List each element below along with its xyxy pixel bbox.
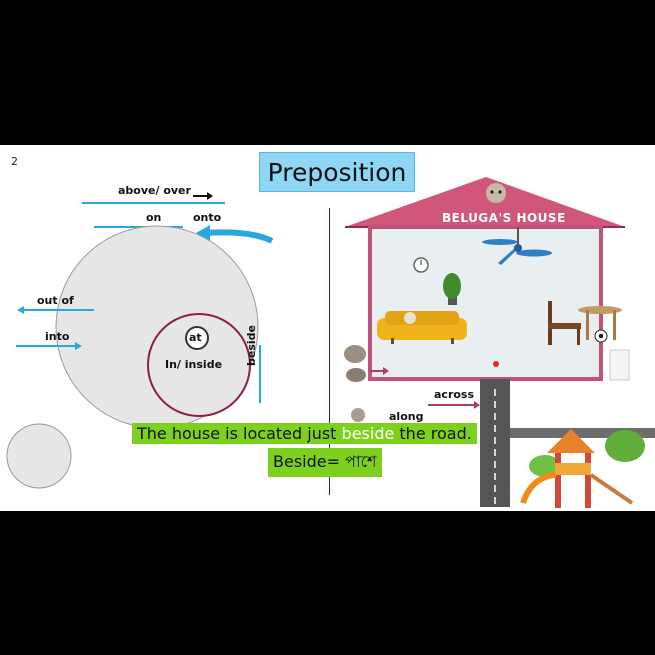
caption-highlight: beside <box>341 424 395 443</box>
ball-icon <box>594 329 608 343</box>
house-sign: BELUGA'S HOUSE <box>442 211 566 225</box>
label-along: along <box>389 410 424 423</box>
house-scene <box>344 177 655 508</box>
label-beside: beside <box>245 325 258 366</box>
page-number: 2 <box>11 155 18 168</box>
at-circle <box>185 326 209 350</box>
ceiling-fan-icon <box>482 227 552 265</box>
label-across: across <box>434 388 475 401</box>
preposition-diagram <box>6 192 330 495</box>
pointer-dot <box>493 361 499 367</box>
caption-line-1: The house is located just beside the roa… <box>132 423 477 444</box>
chair-icon <box>548 301 581 345</box>
playground-icon <box>520 429 645 508</box>
label-out-of: out of <box>37 294 74 307</box>
slide-title: Preposition <box>259 152 415 192</box>
inside-circle <box>147 313 251 417</box>
bin-icon <box>609 349 630 381</box>
small-circle <box>6 423 72 489</box>
caption: The house is located just beside the roa… <box>132 423 523 477</box>
sofa-icon <box>377 311 467 344</box>
table-icon <box>578 306 622 340</box>
house-wall <box>368 225 603 381</box>
roof <box>345 177 625 227</box>
label-at: at <box>189 331 202 344</box>
label-onto: onto <box>193 211 222 224</box>
label-on: on <box>146 211 162 224</box>
slide: 2 Preposition above/ over on onto out of… <box>0 145 655 511</box>
label-above-over: above/ over <box>118 184 191 197</box>
wall-clock-icon <box>413 257 429 273</box>
caption-line-2: Beside= পাশে <box>268 448 382 477</box>
onto-arrow <box>204 229 274 244</box>
cat-icon <box>344 345 366 422</box>
label-into: into <box>45 330 70 343</box>
label-in-inside: In/ inside <box>165 358 223 371</box>
cat-avatar-icon <box>486 183 506 203</box>
plant-icon <box>443 273 461 305</box>
